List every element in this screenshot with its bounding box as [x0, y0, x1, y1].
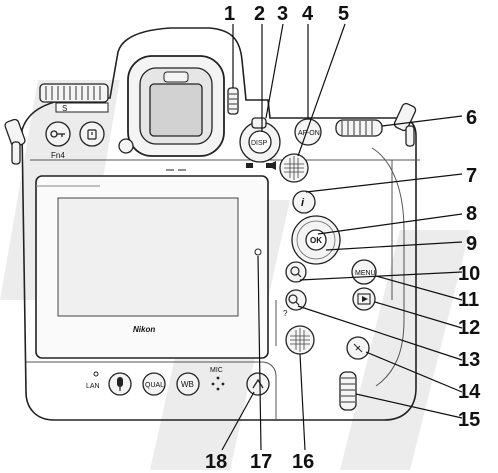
playback-button[interactable]: [352, 287, 376, 311]
callout-7: 7: [466, 165, 477, 187]
wb-label: WB: [181, 380, 194, 389]
callout-2: 2: [254, 3, 265, 25]
protect-icon: [87, 129, 97, 140]
sub-selector[interactable]: [279, 153, 309, 183]
menu-label: MENU: [355, 270, 376, 277]
af-on-button[interactable]: AF-ON: [294, 118, 322, 146]
wb-button[interactable]: WB: [176, 372, 200, 396]
mode-s-label: S: [62, 104, 67, 113]
af-on-label: AF-ON: [298, 130, 320, 137]
disp-button[interactable]: DISP: [248, 130, 272, 154]
protect-button[interactable]: [79, 121, 105, 147]
zoom-in-button[interactable]: [285, 261, 307, 283]
viewfinder: [118, 55, 225, 157]
info-label: i: [301, 197, 305, 209]
mic-icon: [117, 377, 123, 391]
network-indicator: LAN: [86, 371, 100, 390]
callout-11: 11: [458, 289, 479, 311]
monitor: Nikon: [35, 175, 269, 359]
callout-16: 16: [292, 451, 314, 473]
callout-13: 13: [458, 349, 480, 371]
zoom-out-icon: [288, 294, 300, 306]
callout-labels: 1 2 3 4 5 6 7 8 9 10 11 12 13 14 15 16 1…: [205, 3, 481, 473]
callout-14: 14: [458, 381, 481, 403]
help-label: ?: [283, 309, 288, 318]
lock-icon: [50, 130, 65, 138]
zoom-in-icon: [290, 266, 302, 278]
callout-3: 3: [277, 3, 288, 25]
playback-icon: [357, 293, 371, 305]
microphone: MIC: [210, 367, 225, 391]
callout-10: 10: [458, 263, 480, 285]
menu-button[interactable]: MENU: [351, 259, 377, 285]
camera-body: [21, 27, 420, 421]
speaker-dot: [254, 248, 262, 256]
qual-button[interactable]: QUAL: [142, 372, 166, 396]
callout-6: 6: [466, 107, 477, 129]
voice-memo-button[interactable]: [108, 372, 132, 396]
info-button[interactable]: i: [292, 190, 316, 214]
qual-label: QUAL: [145, 382, 164, 389]
callout-17: 17: [250, 451, 272, 473]
mic-label: MIC: [210, 367, 223, 374]
strap-lug-left: [4, 118, 26, 165]
vertical-command-dial[interactable]: [339, 371, 357, 411]
ok-label: OK: [310, 236, 322, 245]
vertical-af-on-button[interactable]: [346, 336, 370, 360]
photo-icon: [246, 163, 253, 168]
vertical-sub-selector[interactable]: [285, 325, 315, 355]
disp-label: DISP: [251, 140, 268, 147]
zoom-out-button[interactable]: [285, 289, 307, 311]
callout-12: 12: [458, 317, 480, 339]
main-command-dial[interactable]: [335, 119, 383, 137]
ok-button[interactable]: OK: [305, 229, 327, 251]
callout-15: 15: [458, 409, 480, 431]
callout-8: 8: [466, 203, 477, 225]
callout-18: 18: [205, 451, 227, 473]
lan-label: LAN: [86, 383, 100, 390]
brand-label: Nikon: [133, 325, 155, 334]
leader-lines: [221, 23, 463, 451]
rating-icon: [353, 343, 363, 353]
release-mode-dial[interactable]: S: [39, 83, 109, 113]
callout-5: 5: [338, 3, 349, 25]
callout-1: 1: [224, 3, 235, 25]
fn4-lock-button[interactable]: [45, 121, 71, 147]
callout-4: 4: [302, 3, 314, 25]
diopter-knob[interactable]: [227, 87, 239, 115]
fn4-label: Fn4: [51, 151, 65, 160]
callout-9: 9: [466, 233, 477, 255]
video-icon: [266, 161, 276, 170]
fn-button[interactable]: [246, 372, 270, 396]
